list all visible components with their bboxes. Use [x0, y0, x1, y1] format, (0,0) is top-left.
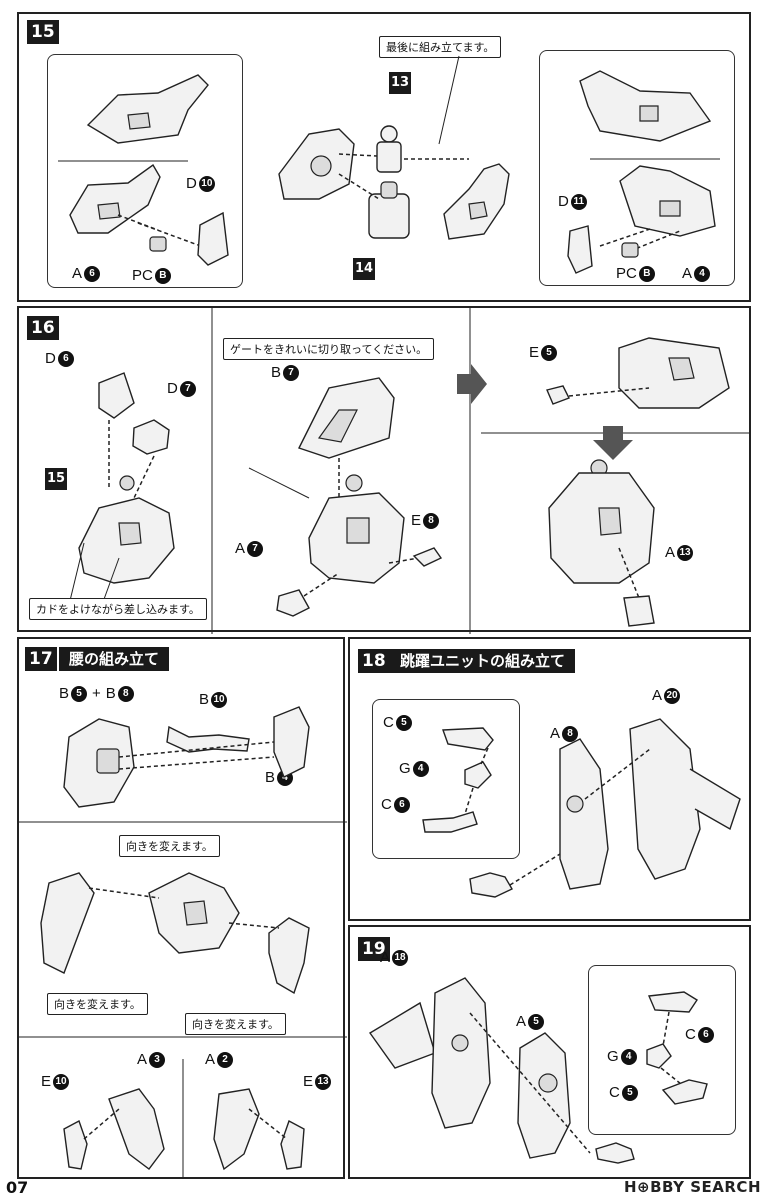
step-15-number: 15	[27, 20, 59, 44]
step-17-callout-turn-1: 向きを変えます。	[119, 835, 220, 857]
step-18-number: 18	[358, 649, 390, 673]
step-17-callout-turn-2: 向きを変えます。	[47, 993, 148, 1015]
step-17-top-parts	[63, 706, 310, 808]
step-17-callout-turn-3: 向きを変えます。	[185, 1013, 286, 1035]
step-15-callout-line	[438, 55, 460, 145]
step-16-flow-arrow-right	[457, 364, 487, 404]
step-16-divider-2	[469, 308, 471, 634]
page-number: 07	[6, 1178, 29, 1197]
step-15-left-parts	[58, 74, 229, 266]
step-16-divider-1	[211, 308, 213, 634]
step-16-flow-arrow-down	[593, 426, 633, 460]
step-18-subbox-parts	[422, 727, 494, 833]
step-18-bottom-parts	[469, 853, 561, 898]
step-16-callout-gate: ゲートをきれいに切り取ってください。	[223, 338, 435, 360]
step-19-bottom-part	[595, 1142, 635, 1164]
step-18-main-parts	[559, 718, 741, 890]
step-17-divider	[19, 821, 347, 823]
step-17-panel: 17 腰の組み立て B5 + B8 B10 B4 向きを変えます。 向きを変えま…	[17, 637, 347, 1179]
step-18-title: 跳躍ユニットの組み立て	[390, 649, 576, 673]
step-16-ref-15: 15	[45, 468, 67, 490]
step-17-title: 腰の組み立て	[59, 647, 170, 671]
step-17-divider-v	[19, 1036, 347, 1038]
step-16-right-bottom-parts	[548, 459, 655, 627]
step-16-left-parts	[66, 372, 175, 614]
step-16-number: 16	[27, 316, 59, 340]
step-16-right-top-parts	[546, 337, 730, 409]
step-19-main-parts	[368, 977, 591, 1159]
step-15-callout: 最後に組み立てます。	[379, 36, 502, 58]
step-17-bottom-parts	[63, 1059, 305, 1179]
step-19-number: 19	[358, 937, 390, 961]
step-16-middle-parts	[248, 377, 443, 617]
step-15-right-parts	[567, 70, 720, 274]
step-15-sub-13: 13	[389, 72, 411, 94]
step-19-subbox-parts	[646, 991, 708, 1105]
hobby-search-watermark: H⊕BBY SEARCH	[623, 1178, 761, 1196]
step-16-callout-insert: カドをよけながら差し込みます。	[29, 598, 207, 620]
step-17-middle-parts	[40, 872, 310, 995]
step-15-sub-14: 14	[353, 258, 375, 280]
step-15-center-parts	[278, 125, 510, 240]
step-17-number: 17	[25, 647, 57, 671]
